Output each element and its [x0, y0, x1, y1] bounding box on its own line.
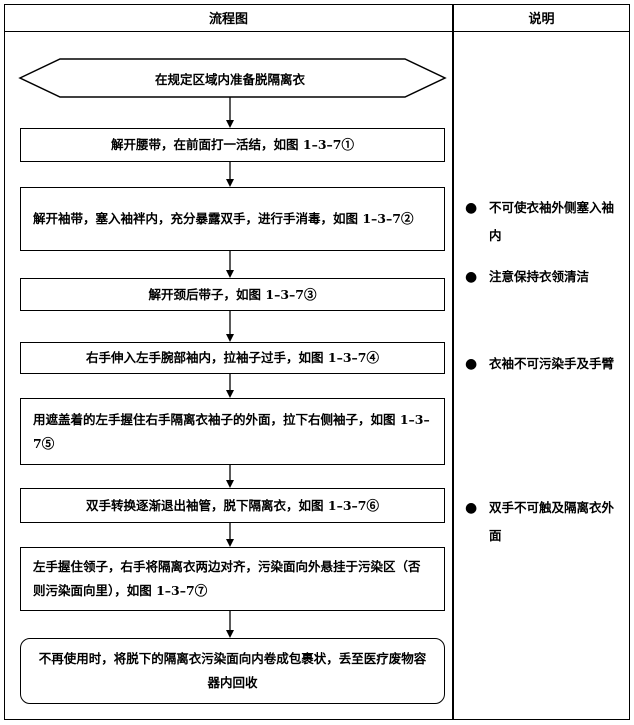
flow-step-4: 右手伸入左手腕部袖内，拉袖子过手，如图 1–3–7④	[20, 342, 445, 374]
note-item: ● 注意保持衣领清洁	[465, 263, 625, 291]
bullet-icon: ●	[465, 500, 478, 516]
table-frame	[4, 4, 630, 720]
note-item: ● 不可使衣袖外侧塞入袖内	[465, 194, 625, 250]
bullet-icon: ●	[465, 269, 478, 285]
start-terminator: 在规定区域内准备脱隔离衣	[154, 71, 305, 87]
flow-step-3: 解开颈后带子，如图 1–3–7③	[20, 278, 445, 311]
note-column-header: 说明	[453, 4, 630, 32]
flow-column-header: 流程图	[4, 4, 453, 32]
start-terminator-shape	[18, 58, 447, 98]
flow-step-2: 解开袖带，塞入袖袢内，充分暴露双手，进行手消毒，如图 1–3–7②	[20, 187, 445, 251]
flow-step-5: 用遮盖着的左手握住右手隔离衣袖子的外面，拉下右侧袖子，如图 1–3–7⑤	[20, 398, 445, 465]
note-text: 衣袖不可污染手及手臂	[489, 356, 615, 371]
note-text: 双手不可触及隔离衣外面	[489, 500, 615, 543]
note-item: ● 双手不可触及隔离衣外面	[465, 494, 625, 550]
note-item: ● 衣袖不可污染手及手臂	[465, 350, 625, 378]
note-text: 不可使衣袖外侧塞入袖内	[489, 200, 615, 243]
flow-step-6: 双手转换逐渐退出袖管，脱下隔离衣，如图 1–3–7⑥	[20, 488, 445, 523]
column-divider	[452, 4, 454, 720]
flow-step-7: 左手握住领子，右手将隔离衣两边对齐，污染面向外悬挂于污染区（否则污染面向里），如…	[20, 547, 445, 611]
flow-step-1: 解开腰带，在前面打一活结，如图 1–3–7①	[20, 128, 445, 162]
bullet-icon: ●	[465, 200, 478, 216]
note-text: 注意保持衣领清洁	[489, 269, 590, 284]
bullet-icon: ●	[465, 356, 478, 372]
flow-end: 不再使用时，将脱下的隔离衣污染面向内卷成包裹状，丢至医疗废物容器内回收	[20, 638, 445, 704]
